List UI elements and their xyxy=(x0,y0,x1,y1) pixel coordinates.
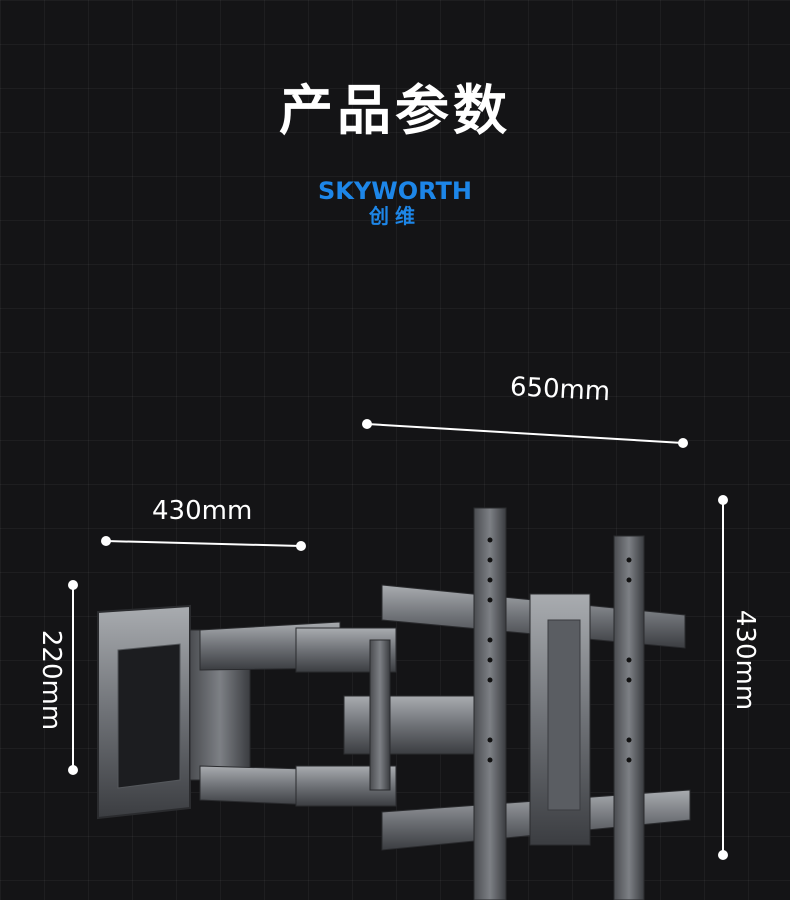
brand-name-en: SKYWORTH xyxy=(318,177,472,205)
dimension-line-depth xyxy=(105,540,302,547)
dimension-height-large-label: 430mm xyxy=(730,609,760,711)
dimension-line-width xyxy=(366,423,684,444)
tv-mount-illustration xyxy=(97,507,691,900)
dimension-height-small-label: 220mm xyxy=(36,629,66,731)
dimension-width-label: 650mm xyxy=(509,372,611,408)
page-title: 产品参数 xyxy=(279,79,511,142)
brand-name-cn: 创维 xyxy=(369,204,421,228)
brand-logo: SKYWORTH 创维 xyxy=(0,178,790,228)
dimension-depth-label: 430mm xyxy=(152,496,253,526)
